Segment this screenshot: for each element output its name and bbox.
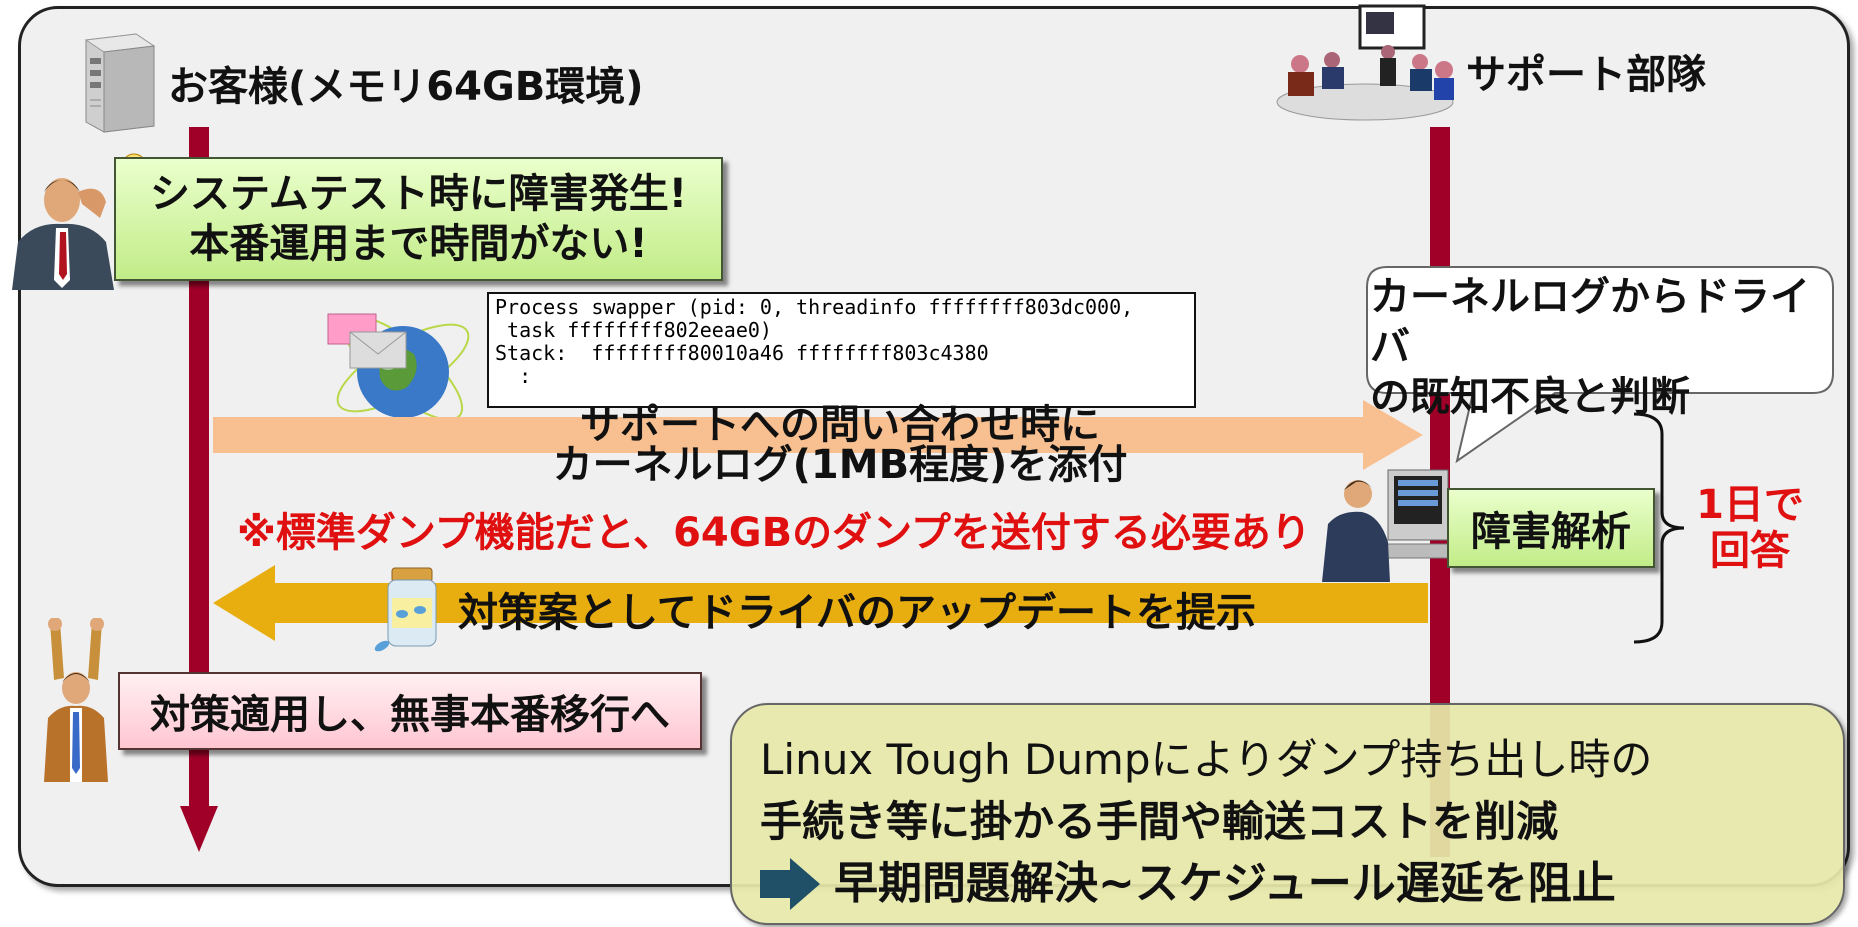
warning-text: ※標準ダンプ機能だと、64GBのダンプを送付する必要あり	[237, 510, 1311, 556]
mail-globe-icon	[327, 313, 470, 421]
summary-line-2: 手続き等に掛かる手間や輸送コストを削減	[760, 797, 1559, 846]
inquiry-line-1: サポートへの問い合わせ時に	[580, 402, 1100, 448]
diagnosis-bubble	[1366, 266, 1834, 464]
solution-arrow	[213, 565, 1428, 641]
server-icon	[84, 33, 156, 133]
solution-arrow-label: 対策案としてドライバのアップデートを提示	[458, 590, 1256, 636]
worried-person-icon	[12, 178, 114, 290]
summary-line-3: 早期問題解決~スケジュール遅延を阻止	[760, 853, 1843, 915]
inquiry-arrow	[213, 400, 1423, 470]
timeframe-brace	[1633, 412, 1685, 644]
diagnosis-line-1: カーネルログからドライバ	[1370, 274, 1810, 370]
inquiry-arrow-label: サポートへの問い合わせ時に カーネルログ(1MB程度)を添付	[400, 405, 1280, 485]
answer-line-2: 回答	[1710, 528, 1790, 574]
summary-line-3-text: 早期問題解決~スケジュール遅延を阻止	[834, 858, 1616, 909]
right-arrow-icon	[760, 858, 820, 910]
answer-line-1: 1日で	[1696, 482, 1804, 528]
kernel-log-line: task ffffffff802eeae0)	[495, 318, 772, 342]
summary-box: Linux Tough Dumpによりダンプ持ち出し時の 手続き等に掛かる手間や…	[730, 703, 1845, 925]
problem-line-2: 本番運用まで時間がない!	[189, 221, 648, 267]
problem-box: システムテスト時に障害発生! 本番運用まで時間がない!	[114, 157, 723, 281]
kernel-log-line: Stack: ffffffff80010a46 ffffffff803c4380	[495, 341, 989, 365]
inquiry-line-2: カーネルログ(1MB程度)を添付	[552, 442, 1128, 488]
meeting-icon	[1276, 4, 1454, 121]
customer-label: お客様(メモリ64GB環境)	[168, 64, 644, 110]
customer-lifeline-arrowhead	[180, 806, 218, 852]
celebrating-person-icon	[44, 618, 108, 782]
result-box: 対策適用し、無事本番移行へ	[118, 672, 702, 750]
medicine-bottle-icon	[374, 567, 437, 652]
kernel-log-line: :	[495, 364, 532, 388]
analysis-box: 障害解析	[1447, 488, 1655, 568]
diagnosis-line-2: の既知不良と判断	[1370, 374, 1690, 420]
problem-line-1: システムテスト時に障害発生!	[149, 171, 688, 217]
analysis-label: 障害解析	[1471, 509, 1631, 555]
kernel-log-line: Process swapper (pid: 0, threadinfo ffff…	[495, 295, 1134, 319]
support-engineer-icon	[1322, 469, 1453, 582]
diagnosis-text: カーネルログからドライバ の既知不良と判断	[1370, 272, 1830, 422]
kernel-log-box: Process swapper (pid: 0, threadinfo ffff…	[487, 292, 1196, 408]
summary-line-1: Linux Tough Dumpによりダンプ持ち出し時の	[760, 735, 1653, 784]
customer-lifeline	[189, 127, 209, 807]
answer-time: 1日で 回答	[1690, 482, 1810, 574]
result-label: 対策適用し、無事本番移行へ	[150, 692, 670, 738]
support-label: サポート部隊	[1466, 52, 1706, 98]
